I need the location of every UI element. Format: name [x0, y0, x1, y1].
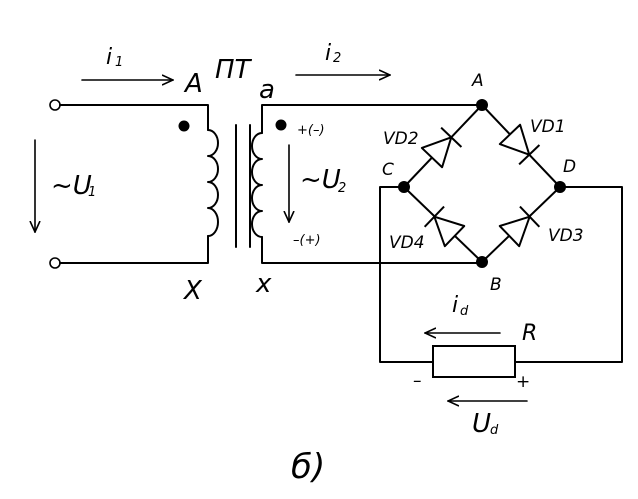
primary-polarity-dot: [178, 120, 190, 132]
load-wire-right: [514, 186, 623, 363]
i2-subscript: 2: [333, 51, 341, 66]
primary-bottom-wire: [59, 235, 209, 264]
diode-vd1: [498, 123, 541, 166]
vd4-label: VD4: [389, 233, 425, 253]
diode-vd3: [498, 205, 541, 248]
primary-winding-circuit: [49, 99, 219, 269]
secondary-winding-circuit: [251, 104, 483, 264]
i1-label: i: [106, 45, 112, 70]
resistor-minus-label: –: [413, 371, 422, 391]
resistor-plus-label: +: [516, 372, 530, 392]
input-terminal-top: [49, 99, 61, 111]
polarity-bottom-label: –(+): [293, 233, 321, 248]
node-c-label: C: [382, 160, 394, 180]
labels: i 1 A ПТ a i 2 ~U 1 +(–) ~U 2 –(+) X x A…: [51, 41, 584, 487]
secondary-coil: [251, 132, 263, 238]
secondary-x-label: x: [255, 269, 272, 299]
vd3-label: VD3: [548, 226, 584, 246]
arrows: [35, 75, 528, 401]
load-resistor: [432, 345, 516, 378]
secondary-bottom-wire: [261, 236, 483, 264]
secondary-top-wire: [261, 104, 483, 134]
node-a-label: A: [471, 71, 484, 91]
diode-vd2: [420, 126, 463, 169]
transformer-core: [235, 124, 251, 248]
secondary-polarity-dot: [275, 119, 287, 131]
load-wire-left: [379, 186, 434, 363]
i1-subscript: 1: [115, 55, 123, 70]
input-terminal-bottom: [49, 257, 61, 269]
diode-bridge: [398, 99, 566, 268]
primary-coil: [207, 129, 219, 237]
id-subscript: d: [460, 304, 469, 319]
u1-label: ~U: [51, 171, 92, 201]
resistor-label: R: [522, 321, 537, 346]
u2-subscript: 2: [338, 181, 346, 196]
ud-label: U: [472, 409, 491, 439]
secondary-a-label: a: [259, 75, 275, 105]
u1-subscript: 1: [88, 185, 96, 200]
vd1-label: VD1: [530, 117, 566, 137]
node-b-label: B: [490, 275, 502, 295]
node-d-label: D: [563, 157, 576, 177]
u2-label: ~U: [300, 165, 341, 195]
i2-label: i: [325, 41, 331, 66]
node-b-dot: [476, 256, 488, 268]
id-label: i: [452, 293, 458, 318]
ud-subscript: d: [490, 423, 499, 438]
transformer-label: ПТ: [215, 55, 253, 85]
figure-caption: б): [291, 447, 325, 487]
diode-vd4: [423, 205, 466, 248]
primary-a-label: A: [183, 69, 203, 99]
primary-x-label: X: [182, 276, 203, 306]
vd2-label: VD2: [383, 129, 419, 149]
load-circuit: [379, 186, 623, 378]
primary-top-wire: [59, 104, 209, 131]
polarity-top-label: +(–): [297, 123, 325, 138]
node-a-dot: [476, 99, 488, 111]
